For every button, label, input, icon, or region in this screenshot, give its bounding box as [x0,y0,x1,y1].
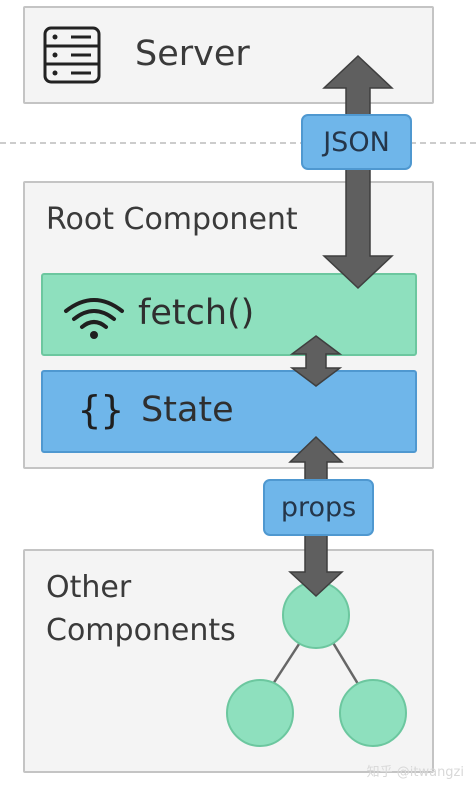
fetch-state-arrow [289,335,343,387]
fetch-panel: fetch() [41,273,417,356]
root-component-label: Root Component [46,202,298,237]
other-components-label-line1: Other [46,570,132,605]
json-label: JSON [301,114,412,170]
tree-node-left [226,679,294,747]
props-label: props [263,479,374,536]
separator-line [0,142,476,144]
wifi-icon [64,298,124,339]
server-box: Server [23,6,434,104]
json-arrow [322,54,394,290]
server-icon [43,26,101,84]
server-label: Server [135,34,250,74]
watermark: 知乎 @itwangzi [366,765,464,780]
tree-edge-left [271,640,303,685]
state-label: State [141,390,234,430]
other-components-label-line2: Components [46,613,236,648]
tree-edge-right [330,640,360,685]
braces-icon: {} [78,388,124,432]
fetch-label: fetch() [138,293,255,333]
root-component-box: Root Component fetch() {} State [23,181,434,469]
state-panel: {} State [41,370,417,453]
tree-node-right [339,679,407,747]
